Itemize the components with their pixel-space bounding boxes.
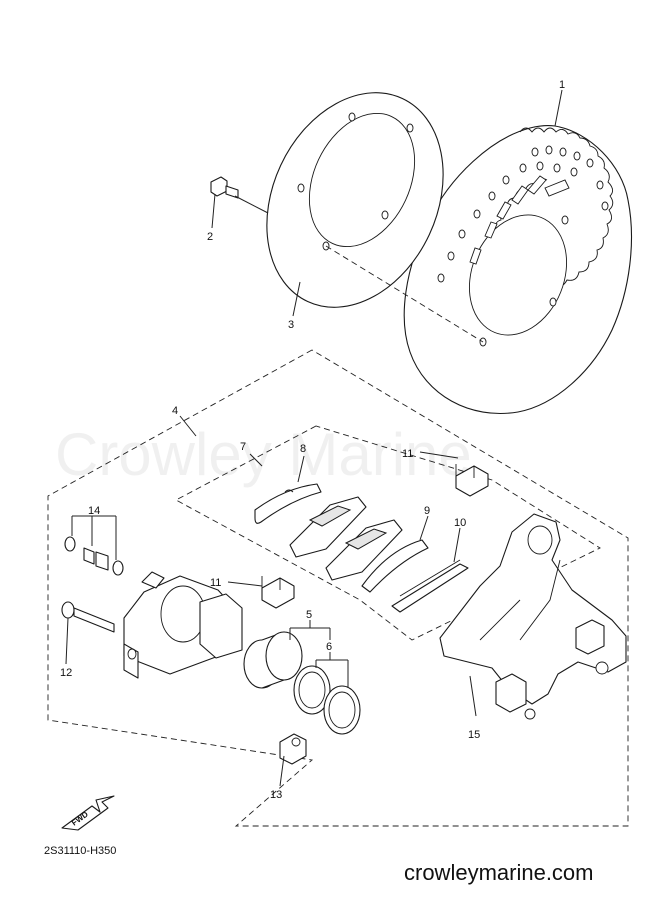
callout-13: 13 xyxy=(270,789,282,801)
forward-direction-arrow-icon: FWD xyxy=(61,795,115,831)
callout-9: 9 xyxy=(424,505,430,517)
callout-7: 7 xyxy=(240,441,246,453)
pad-support-clip-icon[interactable] xyxy=(261,576,295,609)
pad-shim-icon[interactable] xyxy=(254,483,322,524)
caliper-body-icon[interactable] xyxy=(123,571,243,679)
piston-seal-icon[interactable] xyxy=(293,665,361,735)
callout-11-upper: 11 xyxy=(402,448,413,460)
callout-11-lower: 11 xyxy=(210,577,221,589)
disc-bolt-icon[interactable] xyxy=(210,176,239,199)
callout-14: 14 xyxy=(88,505,100,517)
callout-15: 15 xyxy=(468,729,480,741)
callout-10: 10 xyxy=(454,517,466,529)
brake-disc-rotor-icon[interactable] xyxy=(403,125,632,414)
site-url[interactable]: crowleymarine.com xyxy=(404,860,594,885)
figure-code: 2S31110-H350 xyxy=(44,845,116,857)
caliper-bracket-icon[interactable] xyxy=(439,513,627,720)
callout-2: 2 xyxy=(207,231,213,243)
caliper-piston-icon[interactable] xyxy=(243,631,303,689)
callout-5: 5 xyxy=(306,609,312,621)
callout-1: 1 xyxy=(559,79,565,91)
boot-icon[interactable] xyxy=(279,733,307,765)
caliper-slide-pin-icon[interactable] xyxy=(61,601,115,633)
watermark: Crowley Marine xyxy=(55,421,472,488)
disc-spacer-ring-icon[interactable] xyxy=(233,64,476,336)
pad-shim-icon[interactable] xyxy=(361,539,429,593)
callout-4: 4 xyxy=(172,405,178,417)
bleed-screw-kit-icon[interactable] xyxy=(64,536,124,576)
brake-pad-kit-outline xyxy=(175,425,601,641)
brake-pad-icon[interactable] xyxy=(289,496,403,581)
callout-8: 8 xyxy=(300,443,306,455)
disc-vent-holes xyxy=(437,145,609,347)
callout-6: 6 xyxy=(326,641,332,653)
callout-12: 12 xyxy=(60,667,72,679)
callout-3: 3 xyxy=(288,319,294,331)
pad-support-clip-icon[interactable] xyxy=(455,464,489,497)
caliper-assembly-outline xyxy=(47,349,629,827)
pad-spring-icon[interactable] xyxy=(391,559,469,613)
